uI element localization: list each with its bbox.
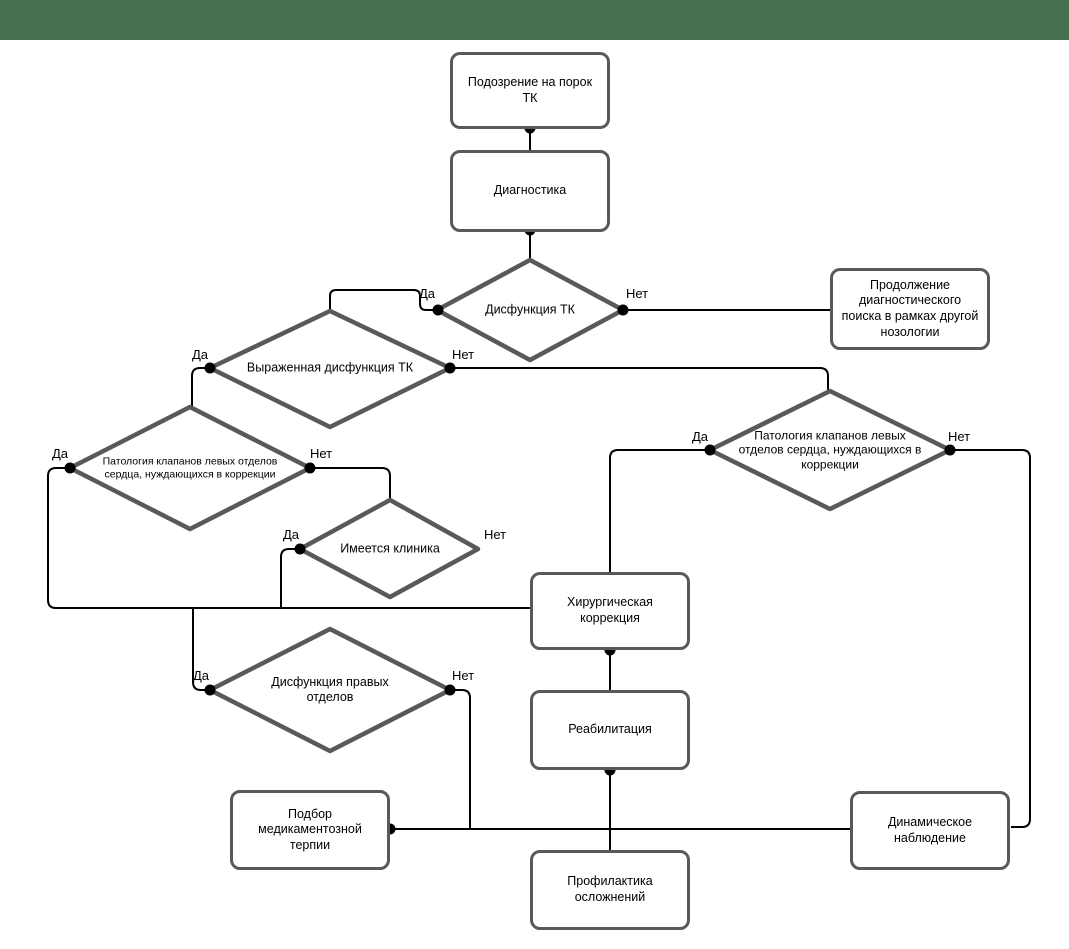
decision-dysfunction-tk-shape bbox=[434, 257, 626, 363]
node-continue-search-label: Продолжение диагностического поиска в ра… bbox=[841, 277, 979, 339]
connector-dot bbox=[617, 304, 629, 316]
branch-label-clinic-yes: Да bbox=[283, 527, 300, 542]
node-dynamic-observation: Динамическое наблюдение bbox=[850, 791, 1010, 870]
connector-dot bbox=[444, 684, 456, 696]
node-diagnostics-label: Диагностика bbox=[493, 183, 567, 198]
decision-severe-dysfunction-label: Выраженная дисфункция ТК bbox=[246, 360, 414, 375]
connector-dot bbox=[444, 362, 456, 374]
connector-dot bbox=[304, 462, 316, 474]
connector-dot bbox=[944, 444, 956, 456]
node-surgery: Хирургическая коррекция bbox=[530, 572, 690, 650]
connector-dot bbox=[704, 444, 716, 456]
node-prevention-label: Профилактика осложнений bbox=[567, 874, 653, 904]
page-header-bar bbox=[0, 0, 1069, 40]
node-suspicion: Подозрение на порок ТК bbox=[450, 52, 610, 129]
branch-label-dysfunction-tk-no: Нет bbox=[626, 286, 649, 301]
connector-dot bbox=[204, 684, 216, 696]
edge-right-dysfunction-no-down bbox=[450, 689, 471, 829]
decision-severe-dysfunction-shape bbox=[207, 308, 453, 430]
branch-label-severe-dysfunction-yes: Да bbox=[192, 347, 209, 362]
decision-clinic-present-label: Имеется клиника bbox=[340, 541, 440, 556]
decision-left-valve-pathology-1-shape bbox=[67, 404, 313, 532]
connector-dot bbox=[64, 462, 76, 474]
node-med-therapy: Подбор медикаментозной терпии bbox=[230, 790, 390, 870]
node-suspicion-label: Подозрение на порок ТК bbox=[467, 74, 593, 105]
branch-label-dysfunction-tk-yes: Да bbox=[419, 286, 436, 301]
branch-label-severe-dysfunction-no: Нет bbox=[452, 347, 475, 362]
node-dynamic-observation-label: Динамическое наблюдение bbox=[887, 814, 973, 845]
node-surgery-label: Хирургическая коррекция bbox=[567, 595, 653, 625]
edge-left-valve-2-no-to-dynamic-observation bbox=[950, 449, 1031, 828]
edge-right-dysfunction-yes-join bbox=[192, 608, 210, 691]
decision-left-valve-pathology-1-label: Патология клапанов левых отделов сердца,… bbox=[102, 455, 278, 480]
branch-label-left-valve-1-yes: Да bbox=[52, 446, 69, 461]
branch-label-left-valve-2-yes: Да bbox=[692, 429, 709, 444]
node-diagnostics: Диагностика bbox=[450, 150, 610, 232]
decision-left-valve-pathology-2-label: Патология клапанов левых отделов сердца,… bbox=[738, 428, 922, 472]
branch-label-left-valve-2-no: Нет bbox=[948, 429, 971, 444]
decision-clinic-present-shape bbox=[297, 497, 481, 600]
node-prevention: Профилактика осложнений bbox=[530, 850, 690, 930]
branch-label-left-valve-1-no: Нет bbox=[310, 446, 333, 461]
connector-dot bbox=[204, 362, 216, 374]
decision-right-dysfunction-shape bbox=[207, 626, 453, 754]
node-rehab-label: Реабилитация bbox=[568, 722, 652, 737]
edge-left-valve-1-yes-to-surgery bbox=[47, 467, 532, 609]
branch-label-right-dysfunction-no: Нет bbox=[452, 668, 475, 683]
edge-severe-dysfunction-yes bbox=[191, 367, 210, 408]
decision-left-valve-pathology-2-shape bbox=[707, 388, 953, 512]
decision-right-dysfunction-label: Дисфункция правых отделов bbox=[271, 675, 389, 704]
connector-dot bbox=[432, 304, 444, 316]
edge-left-valve-2-yes-to-surgery bbox=[609, 449, 710, 573]
connector-dot bbox=[294, 543, 306, 555]
edge-left-valve-1-no-to-clinic bbox=[310, 467, 391, 501]
branch-label-clinic-no: Нет bbox=[484, 527, 507, 542]
branch-label-right-dysfunction-yes: Да bbox=[193, 668, 210, 683]
edge-dysfunction-tk-yes bbox=[329, 289, 438, 312]
edge-severe-dysfunction-no bbox=[450, 367, 829, 392]
decision-dysfunction-tk-label: Дисфункция ТК bbox=[485, 302, 575, 317]
node-med-therapy-label: Подбор медикаментозной терпии bbox=[258, 806, 362, 852]
edge-clinic-yes-join bbox=[280, 548, 300, 608]
node-rehab: Реабилитация bbox=[530, 690, 690, 770]
node-continue-search: Продолжение диагностического поиска в ра… bbox=[830, 268, 990, 350]
